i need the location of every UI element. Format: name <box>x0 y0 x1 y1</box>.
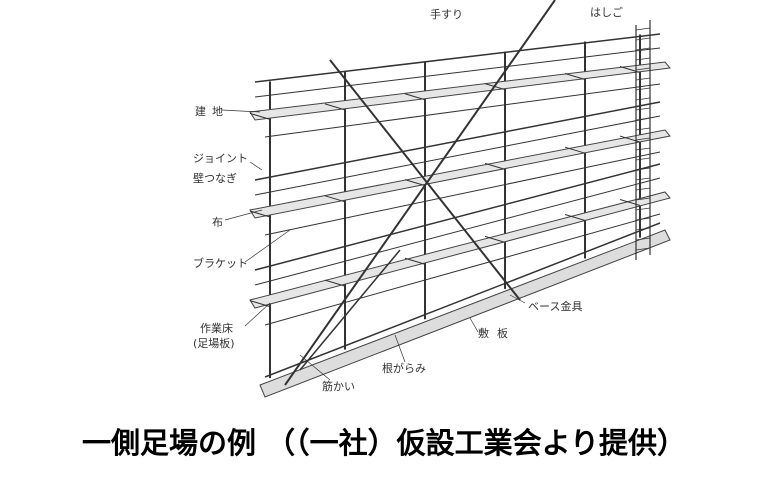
work-floor-deck <box>249 61 671 121</box>
label-base-tie: 根がらみ <box>382 362 426 375</box>
leader-line <box>224 209 263 221</box>
bracket <box>619 135 641 143</box>
bracket <box>324 279 346 287</box>
bracket <box>619 198 641 206</box>
leader-line <box>394 334 406 363</box>
leader-line <box>469 317 479 333</box>
bracket <box>249 112 271 120</box>
ladder-rung <box>635 47 651 51</box>
ladder-rung <box>635 247 651 251</box>
scaffold-diagram <box>221 0 671 398</box>
bracket <box>404 257 426 265</box>
mid-rail <box>254 177 661 286</box>
ladder-rung <box>635 177 651 181</box>
leader-line <box>221 109 261 113</box>
ledger <box>264 151 661 236</box>
ladder-rung <box>635 117 651 121</box>
ladder-rung <box>635 107 651 111</box>
bracket <box>564 146 586 154</box>
label-wall-tie: 壁つなぎ <box>193 172 237 185</box>
leader-line <box>244 302 271 327</box>
handrail <box>254 101 661 181</box>
ladder-rung <box>635 187 651 191</box>
leader-line <box>299 354 331 381</box>
label-bracket: ブラケット <box>193 257 248 270</box>
ladder-rung <box>635 217 651 221</box>
ladder-rung <box>635 87 651 91</box>
leader-line <box>244 229 291 263</box>
ladder-rung <box>635 227 651 231</box>
ladder-rung <box>635 237 651 241</box>
label-work-floor: 作業床 <box>200 322 233 335</box>
ladder-rung <box>635 57 651 61</box>
bracket <box>404 93 426 101</box>
bracket <box>324 195 346 203</box>
label-standard: 建地 <box>195 105 229 118</box>
ledger <box>264 213 661 326</box>
diagonal-brace <box>329 59 521 301</box>
bracket <box>484 235 506 243</box>
ledger <box>264 83 661 138</box>
bracket <box>484 162 506 170</box>
handrail <box>254 33 661 83</box>
work-floor-deck <box>249 129 671 219</box>
label-base-fitting: ベース金具 <box>528 300 583 313</box>
work-floor-deck <box>249 191 671 309</box>
mid-rail <box>254 47 661 98</box>
diagonal-brace <box>284 0 556 386</box>
ladder-rung <box>635 137 651 141</box>
ladder-rung <box>635 127 651 131</box>
ladder-rung <box>635 97 651 101</box>
figure-caption: 一側足場の例 （（一社）仮設工業会より提供） <box>81 426 687 460</box>
bracket <box>564 214 586 221</box>
label-ladder: はしご <box>590 6 623 19</box>
leader-line <box>509 294 526 304</box>
sole-board <box>259 229 671 398</box>
label-joint: ジョイント <box>193 152 248 165</box>
ladder-rung <box>635 147 651 151</box>
leader-line <box>249 161 263 171</box>
ladder-rung <box>635 27 651 31</box>
ladder-rung <box>635 157 651 161</box>
ladder-rung <box>635 37 651 41</box>
label-ledger: 布 <box>212 216 223 229</box>
label-scaffold-board: (足場板) <box>193 337 235 350</box>
diagonal-brace <box>299 249 401 371</box>
handrail <box>254 163 661 271</box>
bracket <box>324 103 346 111</box>
mid-rail <box>254 115 661 196</box>
bracket <box>404 179 426 187</box>
label-sole-board: 敷板 <box>478 327 516 340</box>
bracket <box>564 73 586 80</box>
bracket <box>619 66 641 74</box>
ladder-rung <box>635 77 651 81</box>
ladder-rung <box>635 67 651 71</box>
ladder-rung <box>635 167 651 171</box>
base-tie <box>264 222 661 378</box>
ladder-rung <box>635 197 651 201</box>
label-handrail: 手すり <box>430 8 463 21</box>
label-brace: 筋かい <box>322 380 355 393</box>
ladder-rung <box>635 207 651 211</box>
